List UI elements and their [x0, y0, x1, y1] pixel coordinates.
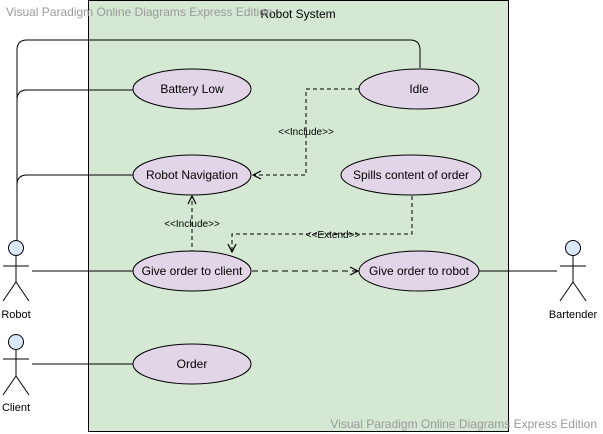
usecase-idle-label: Idle: [409, 82, 429, 96]
actor-bartender-label: Bartender: [549, 309, 598, 321]
include-label-idle-nav: <<Include>>: [278, 127, 334, 138]
usecase-battery-low[interactable]: Battery Low: [132, 68, 252, 110]
extend-spills-give: [232, 196, 413, 252]
actor-client-label: Client: [2, 402, 30, 414]
watermark-bottom: Visual Paradigm Online Diagrams Express …: [330, 417, 597, 431]
actor-bartender[interactable]: Bartender: [549, 240, 598, 322]
assoc-robot-battery: [16, 89, 133, 120]
actor-client[interactable]: Client: [2, 334, 30, 415]
include-label-give-nav: <<Include>>: [164, 219, 220, 230]
usecase-robot-navigation[interactable]: Robot Navigation: [132, 154, 252, 196]
actor-client-head: [8, 334, 24, 350]
usecase-idle[interactable]: Idle: [358, 68, 480, 110]
usecase-order-label: Order: [177, 357, 208, 371]
extend-label-spills-give: <<Extend>>: [306, 230, 361, 241]
watermark-top: Visual Paradigm Online Diagrams Express …: [6, 5, 273, 19]
assoc-robot-navigation: [16, 174, 133, 190]
actor-bartender-head: [565, 240, 581, 256]
usecase-spills-content-label: Spills content of order: [353, 168, 469, 182]
usecase-spills-content[interactable]: Spills content of order: [340, 154, 482, 196]
actor-robot-label: Robot: [1, 309, 30, 321]
usecase-order[interactable]: Order: [132, 343, 252, 385]
usecase-give-order-client-label: Give order to client: [142, 264, 243, 278]
usecase-give-order-robot[interactable]: Give order to robot: [358, 250, 480, 292]
assoc-robot-idle: [16, 39, 421, 240]
usecase-battery-low-label: Battery Low: [160, 82, 224, 96]
usecase-give-order-client[interactable]: Give order to client: [132, 250, 252, 292]
usecase-robot-navigation-label: Robot Navigation: [146, 168, 238, 182]
system-title: Robot System: [260, 7, 335, 21]
usecase-give-order-robot-label: Give order to robot: [369, 264, 470, 278]
actor-robot[interactable]: Robot: [1, 240, 31, 322]
actor-robot-head: [8, 240, 24, 256]
